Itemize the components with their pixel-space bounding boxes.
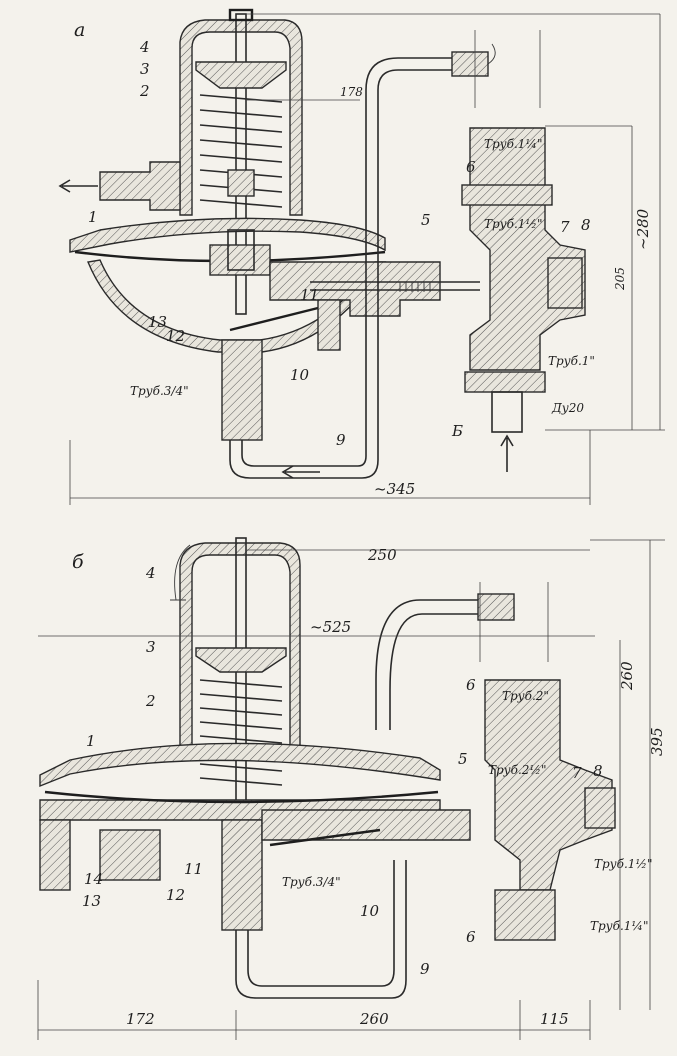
- valve-rod-a: [310, 281, 480, 291]
- filter-bottom-b: [494, 889, 556, 941]
- pipe-label-a-2: Труб.1": [548, 354, 595, 368]
- part-label-b-14: 8: [593, 762, 603, 780]
- stem-cap-a: [228, 8, 254, 22]
- hose-end-b: [477, 593, 515, 621]
- spring-housing-b: [179, 542, 301, 761]
- dim-lines-a: [69, 13, 665, 505]
- inlet-arrow-a: [500, 434, 514, 472]
- horizontal-channel-b: [261, 809, 471, 841]
- part-label-b-12: 5: [458, 750, 468, 768]
- valve-spring-a: [399, 282, 431, 292]
- fitting-14-b: [39, 819, 71, 891]
- part-label-a-1: 3: [140, 60, 150, 78]
- part-label-a-12: 8: [581, 216, 591, 234]
- nut-8-a: [547, 257, 583, 309]
- pipe-label-b-0: Труб.2": [502, 689, 549, 703]
- pipe-label-b-1: Труб.2½": [488, 763, 547, 777]
- figure-b: б 4 3 2 1 14 13 12 11 10 9 6 6 5 7 8 Тру…: [37, 537, 666, 1040]
- part-label-b-9: 9: [420, 960, 430, 978]
- part-label-a-10: 5: [421, 211, 431, 229]
- figure-a: a 4 3 2 1 13 12 11 10 9 6 5 7 8 Б Труб.1…: [58, 8, 665, 505]
- part-label-a-6: 11: [300, 286, 319, 304]
- filter-cap-a: [461, 184, 553, 206]
- horizontal-channel-a: [269, 261, 441, 317]
- part-label-b-13: 7: [572, 764, 582, 782]
- part-label-b-10: 6: [466, 676, 476, 694]
- dim-label-b-5: 260: [359, 1010, 389, 1028]
- dim-label-b-6: 115: [540, 1010, 569, 1028]
- part-label-a-2: 2: [139, 82, 150, 100]
- part-label-a-13: Б: [451, 422, 463, 440]
- pipe-label-a-1: Труб.1½": [484, 217, 543, 231]
- spring-housing-a: [179, 19, 303, 216]
- part-label-a-4: 13: [148, 313, 167, 331]
- part-label-b-8: 10: [360, 902, 380, 920]
- lever-a: [229, 303, 331, 332]
- valve-13-b: [99, 829, 161, 881]
- tube-arrow-a: [281, 465, 320, 479]
- part-label-b-5: 13: [82, 892, 101, 910]
- pipe-label-b-2: Труб.1½": [594, 857, 653, 871]
- valve-stem-box-a: [227, 229, 255, 271]
- part-label-b-7: 11: [184, 860, 203, 878]
- stem-a: [235, 13, 247, 315]
- dim-label-b-0: 250: [367, 546, 397, 564]
- part-label-a-11: 7: [560, 218, 570, 236]
- part-label-a-9: 6: [466, 158, 476, 176]
- dim-lines-b: [37, 539, 665, 1040]
- part-label-b-2: 2: [145, 692, 156, 710]
- pipe-label-b-4: Труб.3/4": [282, 875, 341, 889]
- outlet-nozzle-a: [99, 161, 181, 211]
- nut-8-b: [584, 787, 616, 829]
- impulse-tube-b: [235, 599, 480, 999]
- lever-b: [269, 828, 381, 847]
- filter-outlet-a: [491, 391, 523, 433]
- part-label-b-6: 12: [166, 886, 185, 904]
- dim-label-a-1: ~280: [634, 208, 652, 250]
- filter-body-b: [484, 679, 613, 891]
- filter-bottom-a: [464, 371, 546, 393]
- figure-b-label: б: [72, 551, 84, 573]
- impulse-tube-a: [229, 57, 455, 479]
- diaphragm-housing-b: [39, 742, 441, 788]
- part-label-a-5: 12: [166, 327, 185, 345]
- dim-label-b-4: 172: [126, 1010, 155, 1028]
- part-label-b-11: 6: [466, 928, 476, 946]
- diaphragm-b: [44, 790, 439, 804]
- outlet-arrow-a: [58, 179, 98, 193]
- pipe-label-a-3: Труб.3/4": [130, 384, 189, 398]
- spring-b: [199, 679, 283, 786]
- chain-b: [170, 544, 191, 601]
- part-label-b-0: 4: [145, 564, 156, 582]
- hose-end-a: [451, 51, 489, 77]
- part-label-b-1: 3: [146, 638, 156, 656]
- figure-a-label: a: [74, 19, 85, 41]
- spring-a: [199, 94, 283, 208]
- dim-label-a-2: 205: [613, 267, 627, 291]
- lever-block-a: [317, 299, 341, 351]
- dim-label-a-0: 178: [340, 85, 363, 99]
- spring-plate-a: [195, 61, 287, 89]
- dim-label-a-3: ~345: [374, 480, 415, 498]
- part-label-a-0: 4: [139, 38, 150, 56]
- filter-body-a: [469, 127, 586, 371]
- part-label-b-3: 1: [86, 732, 96, 750]
- spring-plate-b: [195, 647, 287, 673]
- pipe-label-a-4: Ду20: [551, 401, 584, 415]
- part-label-a-8: 9: [336, 431, 346, 449]
- part-label-b-4: 14: [84, 870, 103, 888]
- part-label-a-7: 10: [290, 366, 310, 384]
- dim-label-b-2: 260: [618, 661, 636, 691]
- pipe-label-b-3: Труб.1¼": [590, 919, 649, 933]
- part-label-a-3: 1: [88, 208, 98, 226]
- dim-label-b-1: ~525: [310, 618, 351, 636]
- pipe-label-a-0: Труб.1¼": [484, 137, 543, 151]
- impulse-stub-a: [221, 339, 263, 441]
- diaphragm-housing-a: [69, 217, 386, 253]
- impulse-stub-b: [221, 819, 263, 931]
- dim-label-b-3: 395: [648, 727, 666, 756]
